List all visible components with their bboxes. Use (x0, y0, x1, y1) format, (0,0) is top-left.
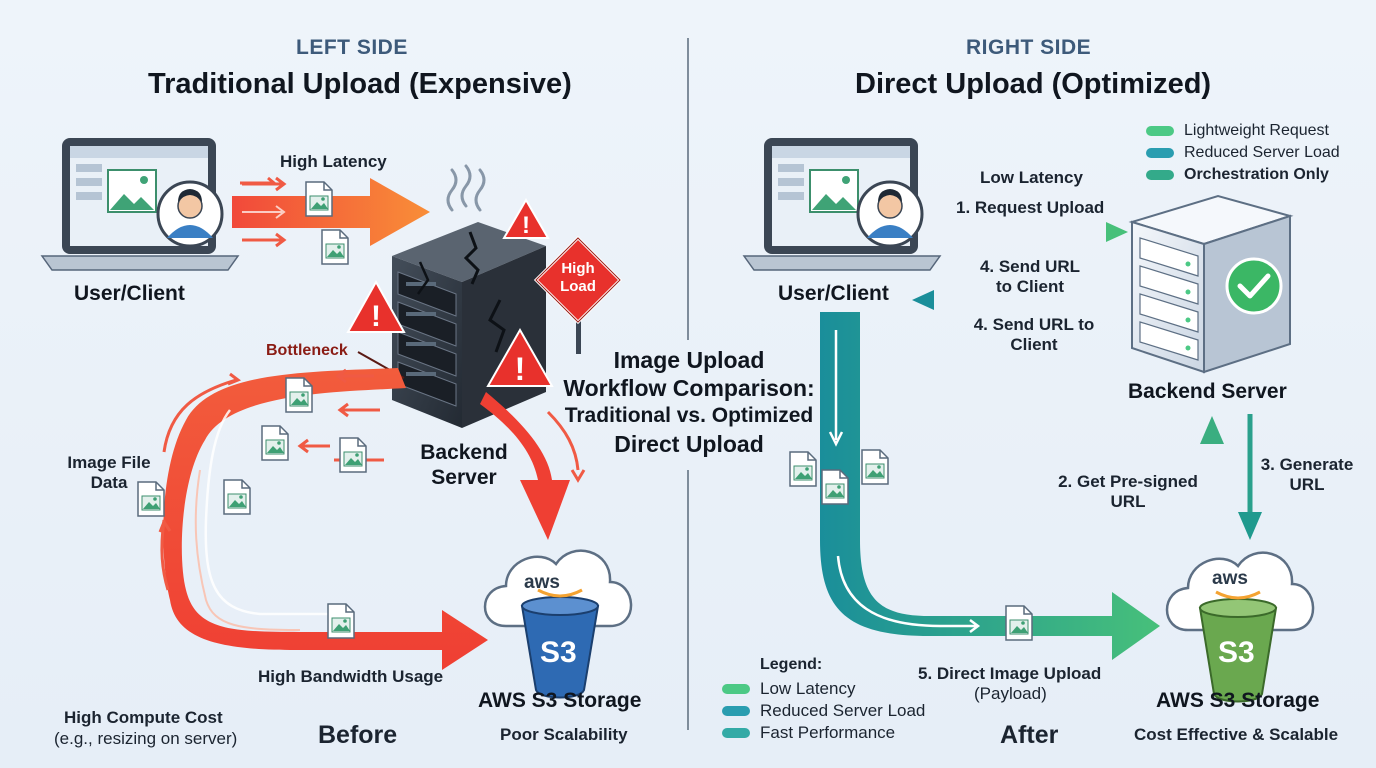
high-latency-label: High Latency (280, 152, 387, 171)
center-title: Image Upload Workflow Comparison: Tradit… (563, 347, 815, 457)
right-aws-s3-label: AWS S3 Storage (1156, 689, 1320, 712)
legend-swatch-teal2 (1146, 170, 1174, 180)
step5-sub-label: (Payload) (974, 684, 1047, 703)
warning-icon: ! (486, 327, 554, 387)
server-rack-icon (1128, 194, 1294, 374)
generate-url-arrow (1238, 414, 1262, 540)
user-avatar-icon (156, 180, 224, 248)
warning-icon: ! (346, 279, 406, 333)
laptop-icon (40, 138, 240, 271)
image-file-icon (285, 377, 313, 413)
laptop-icon (742, 138, 942, 271)
image-file-icon (339, 437, 367, 473)
right-user-client-label: User/Client (778, 282, 889, 305)
user-avatar-icon (856, 180, 924, 248)
right-panel-title: Direct Upload (Optimized) (855, 68, 1212, 100)
image-file-icon (321, 229, 349, 265)
steam-icon (446, 164, 486, 212)
loop-outer-arc (158, 372, 242, 591)
flow-line (204, 409, 330, 616)
request-upload-arrow (944, 222, 1128, 242)
send-url-arrow (912, 290, 1128, 310)
left-aws-s3-label: AWS S3 Storage (478, 689, 642, 712)
legend-swatch-green (722, 684, 750, 694)
image-file-icon (327, 603, 355, 639)
aws-smile (1215, 590, 1261, 600)
legend-swatch-green (1146, 126, 1174, 136)
svg-text:!: ! (522, 212, 530, 239)
top-legend-row: Lightweight Request (1146, 120, 1340, 142)
high-load-sign-text: High Load (560, 260, 596, 295)
svg-text:!: ! (515, 351, 526, 387)
aws-smile (537, 588, 583, 598)
legend-swatch-teal (1146, 148, 1174, 158)
image-file-icon (305, 181, 333, 217)
step1-label: 1. Request Upload (956, 198, 1105, 217)
low-latency-label: Low Latency (980, 168, 1083, 187)
bottom-legend-row: Fast Performance (722, 722, 925, 744)
warning-icon: ! (502, 198, 550, 239)
loop-arrow-red (163, 368, 488, 670)
small-arrows-left (297, 368, 384, 462)
image-file-icon (261, 425, 289, 461)
image-file-icon (1005, 605, 1033, 641)
step4a-label: 4. Send URL to Client (979, 257, 1081, 296)
poor-scalability-label: Poor Scalability (500, 725, 628, 744)
left-aws-text: aws (524, 572, 560, 593)
right-aws-text: aws (1212, 568, 1248, 589)
legend-title: Legend: (760, 656, 823, 673)
bottom-legend: Low Latency Reduced Server Load Fast Per… (722, 678, 925, 744)
left-s3-text: S3 (540, 636, 577, 669)
checkmark-icon (1225, 257, 1283, 315)
high-compute-label: High Compute Cost (64, 708, 223, 727)
get-presigned-arrow (1200, 416, 1224, 540)
image-file-icon (223, 479, 251, 515)
bottom-legend-row: Low Latency (722, 678, 925, 700)
cost-effective-label: Cost Effective & Scalable (1134, 725, 1339, 744)
step2-label: 2. Get Pre-signed URL (1058, 472, 1198, 511)
direct-upload-arrow (820, 312, 1160, 660)
step4b-label: 4. Send URL to Client (973, 315, 1095, 354)
left-backend-server-label: Backend Server (420, 441, 508, 489)
top-legend: Lightweight Request Reduced Server Load … (1146, 120, 1340, 186)
top-legend-row: Orchestration Only (1146, 164, 1340, 186)
bottleneck-label: Bottleneck (266, 342, 348, 359)
right-s3-text: S3 (1218, 636, 1255, 669)
right-backend-server-label: Backend Server (1128, 380, 1287, 403)
bucket-icon (1198, 598, 1278, 703)
server-rack-icon (392, 222, 546, 428)
image-file-icon (861, 449, 889, 485)
top-legend-row: Reduced Server Load (1146, 142, 1340, 164)
step3-label: 3. Generate URL (1260, 455, 1354, 494)
bucket-icon (520, 596, 600, 699)
step5-label: 5. Direct Image Upload (918, 664, 1102, 683)
before-label: Before (318, 721, 398, 749)
high-load-sign (533, 235, 623, 354)
high-bandwidth-label: High Bandwidth Usage (258, 667, 444, 686)
svg-text:!: ! (371, 300, 381, 333)
image-file-icon (821, 469, 849, 505)
server-to-s3-arrow (480, 392, 586, 540)
left-user-client-label: User/Client (74, 282, 185, 305)
left-panel-title: Traditional Upload (Expensive) (148, 68, 572, 100)
after-label: After (1000, 721, 1059, 749)
image-file-data-label: Image File Data (67, 453, 151, 492)
right-side-label: RIGHT SIDE (966, 36, 1092, 59)
high-compute-sub-label: (e.g., resizing on server) (54, 729, 238, 748)
left-side-label: LEFT SIDE (296, 36, 408, 59)
bottom-legend-row: Reduced Server Load (722, 700, 925, 722)
legend-swatch-teal2 (722, 728, 750, 738)
legend-swatch-teal (722, 706, 750, 716)
